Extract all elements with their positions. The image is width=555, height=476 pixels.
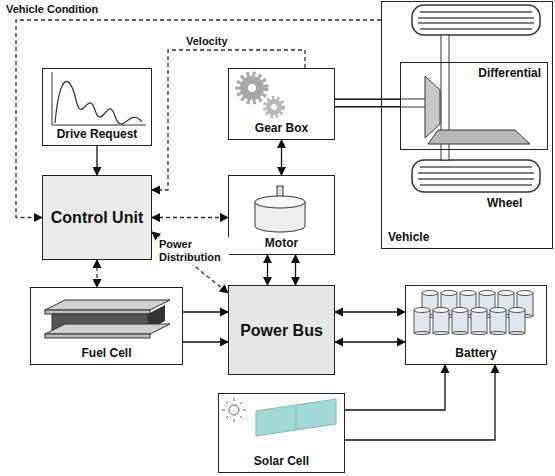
control-unit-box: Control Unit: [42, 175, 152, 260]
differential-box: Differential: [400, 62, 548, 150]
node-label: Power Bus: [240, 321, 323, 340]
signal-line: [96, 260, 97, 287]
fuel-cell-stack: [45, 300, 170, 338]
sun-icon: [222, 398, 246, 422]
edge-label: Power Distribution: [157, 237, 229, 265]
drive-shaft: [335, 99, 400, 108]
power-line: [267, 255, 268, 285]
drive-request-box: Drive Request: [42, 68, 152, 146]
motor-icon: [255, 186, 305, 232]
power-line: [345, 365, 445, 410]
wheel-top: [412, 5, 540, 35]
power-line: [335, 341, 405, 342]
shaft-inner: [335, 100, 400, 106]
drive-shaft: [400, 99, 426, 107]
battery-cells: [414, 291, 533, 335]
drive-request-chart: [52, 72, 146, 125]
node-label: Battery: [455, 346, 496, 361]
battery-box: Battery: [405, 285, 547, 365]
power-line: [281, 140, 282, 175]
fuel-cell-box: Fuel Cell: [30, 287, 183, 365]
power-line: [295, 255, 296, 285]
part-label: Wheel: [487, 197, 522, 210]
gear-box: Gear Box: [228, 68, 335, 140]
gears-icon: [238, 74, 283, 116]
signal-line: [152, 232, 228, 293]
node-label: Vehicle: [388, 230, 429, 245]
node-label: Drive Request: [57, 127, 138, 142]
bevel-gear: [425, 76, 440, 138]
power-line: [335, 311, 405, 312]
power-line: [345, 365, 495, 440]
node-label: Control Unit: [51, 208, 143, 227]
node-label: Gear Box: [255, 121, 308, 136]
power-line: [183, 311, 228, 312]
power-line: [96, 146, 97, 175]
signal-line: [152, 217, 228, 218]
ring-gear: [428, 130, 530, 144]
vehicle-region: Vehicle Differential: [381, 1, 553, 249]
motor-box: Motor: [228, 175, 335, 255]
wheel-bottom: [412, 160, 540, 192]
solar-panel: [256, 399, 336, 436]
power-bus-box: Power Bus: [228, 285, 335, 375]
node-label: Solar Cell: [254, 454, 309, 469]
edge-label: Velocity: [186, 35, 228, 48]
solar-cell-box: Solar Cell: [218, 393, 345, 473]
power-line: [183, 341, 228, 342]
node-label: Differential: [478, 66, 541, 81]
node-label: Motor: [265, 236, 298, 251]
node-label: Fuel Cell: [81, 346, 131, 361]
edge-label: Vehicle Condition: [6, 3, 98, 16]
